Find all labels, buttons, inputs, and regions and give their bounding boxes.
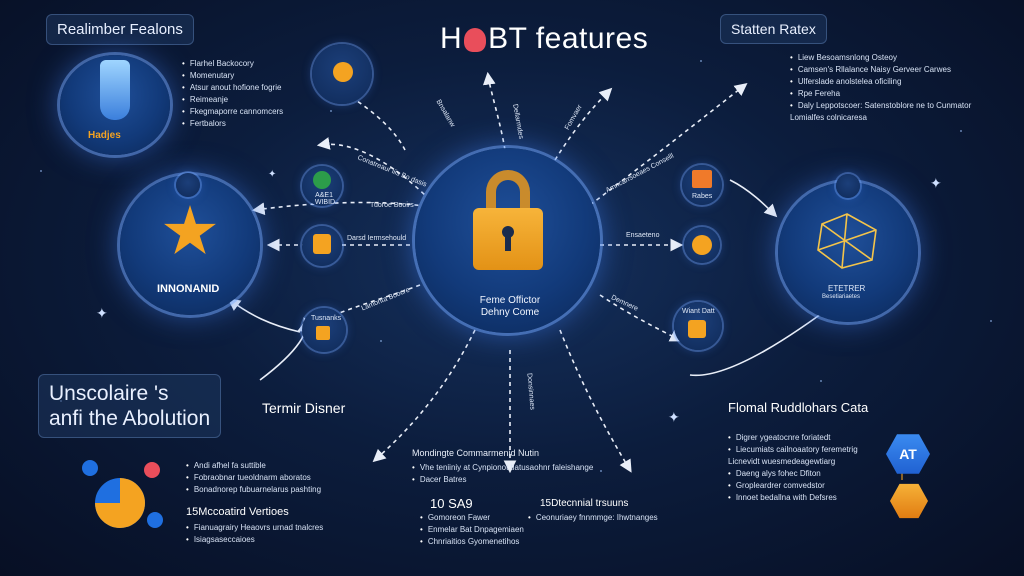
star-icon: ✦ <box>96 305 108 321</box>
left-node-3-label: Tusnanks <box>311 315 342 322</box>
arrow-label: Tuoroe Booirs <box>370 202 414 209</box>
stat-1: 10 SA9 <box>430 496 473 511</box>
right-hub-circle[interactable] <box>778 182 918 322</box>
chart-icon <box>836 174 860 198</box>
stat-2: 15Dtecnnial trsuuns <box>540 498 629 509</box>
polyhedron-icon <box>817 213 877 269</box>
bottom-left-heading: Unscolaire 's anfi the Abolution <box>38 374 222 438</box>
coin-icon <box>316 326 330 340</box>
shield-icon <box>313 171 331 189</box>
lock-shackle <box>486 170 530 220</box>
center-hub-label: Feme Offictor Dehny Come <box>479 295 541 318</box>
bottom-right-list: Digrer ygeatocnre foriatedt Liecumiats c… <box>728 432 868 504</box>
top-left-list: Flarhel Backocory Momenutary Atsur anout… <box>182 58 283 130</box>
padlock-icon <box>464 28 487 53</box>
bottom-left-list-2: Fianuagrairy Heaovrs urnad tnalcres Isia… <box>186 522 323 546</box>
right-hub-label: ETETRER <box>828 284 866 293</box>
currency-icon <box>692 235 712 255</box>
arrow-label: Ensaeteno <box>626 232 660 239</box>
left-hub-label: INNONANID <box>157 283 220 295</box>
box-icon <box>692 170 712 188</box>
bottom-left-subheading: 15Mccoatird Vertioes <box>186 506 289 518</box>
atom-icon <box>333 62 353 82</box>
globe-icon <box>176 173 200 197</box>
pie-chart-icon <box>82 460 163 528</box>
bottom-center-heading: Mondingte Commarmenid Nutin <box>412 448 540 458</box>
flask-icon <box>100 60 130 120</box>
top-left-heading: Realimber Fealons <box>46 14 194 45</box>
star-icon: ✦ <box>668 409 680 425</box>
right-node-1-label: Rabes <box>692 193 713 200</box>
stat-1-list: Gomoreon Fawer Enmelar Bat Dnpagemiaen C… <box>420 512 524 548</box>
top-left-badge: Hadjes <box>88 130 121 141</box>
top-right-list: Liew Besoamsnlong Osteoy Camsen's Rllala… <box>790 52 1000 124</box>
left-hub-circle[interactable] <box>120 175 260 315</box>
left-node-1-label: A&E1 WIBID <box>314 192 336 206</box>
bottom-left-list: Andi afhel fa suttible Fobraobnar tueold… <box>186 460 321 496</box>
right-node-3-label: Wiant Datt <box>682 308 715 315</box>
right-hub-sublabel: Besetiariaetes <box>822 294 861 300</box>
star-icon: ✦ <box>268 169 277 180</box>
middle-label: Termir Disner <box>262 400 346 416</box>
star-icon: ✦ <box>930 175 942 191</box>
bottom-center-list: Vhe teniiniy at Cynpionot tiatusaohnr fa… <box>412 462 622 486</box>
stat-2-list: Ceonuriaey fnnmmge: Ihwtnanges <box>528 512 658 524</box>
lock-icon <box>313 234 331 254</box>
top-right-heading: Statten Ratex <box>720 14 827 44</box>
bottom-right-heading: Flomal Ruddlohars Cata <box>728 400 869 415</box>
arrow-label: Darsd Iermsehould <box>347 235 407 242</box>
lock-icon <box>688 320 706 338</box>
